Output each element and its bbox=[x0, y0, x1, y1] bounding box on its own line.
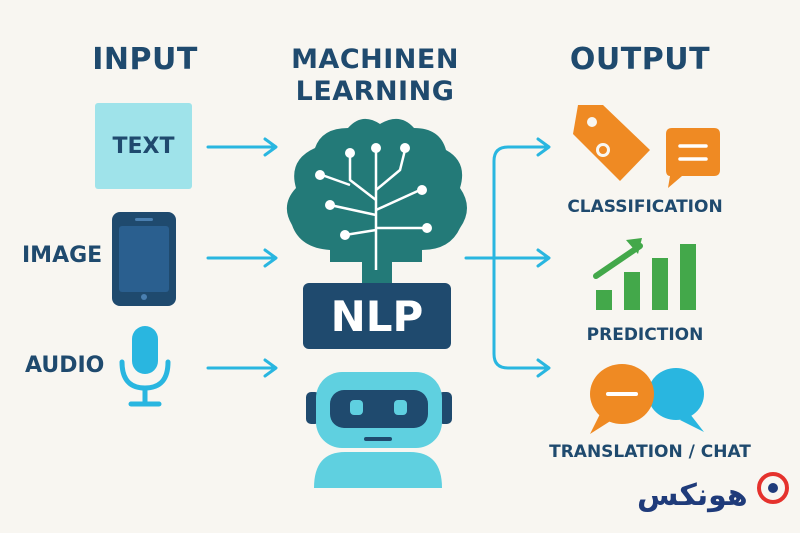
arrow-text-to-ml bbox=[206, 137, 278, 157]
robot-icon bbox=[306, 372, 452, 488]
nlp-box: NLP bbox=[303, 283, 451, 349]
chat-icon bbox=[666, 128, 720, 188]
output-classification-label: CLASSIFICATION bbox=[567, 197, 723, 217]
microphone-icon bbox=[119, 326, 171, 407]
output-translation-label: TRANSLATION / CHAT bbox=[549, 442, 751, 462]
heading-ml-line1: MACHINEN bbox=[291, 44, 459, 75]
input-arrows bbox=[206, 137, 278, 378]
chat-bubbles-icon bbox=[590, 364, 704, 434]
heading-ml-line2: LEARNING bbox=[295, 76, 455, 107]
input-audio-label: AUDIO bbox=[25, 353, 105, 378]
heading-input: INPUT bbox=[92, 42, 198, 77]
output-prediction-label: PREDICTION bbox=[586, 325, 704, 345]
output-arrows bbox=[464, 137, 551, 378]
logo-mark-icon bbox=[757, 472, 789, 504]
heading-output: OUTPUT bbox=[569, 42, 711, 77]
input-image-label: IMAGE bbox=[22, 243, 103, 268]
tag-icon bbox=[573, 105, 650, 181]
growth-chart-icon bbox=[593, 238, 696, 310]
heading-machine-learning: MACHINEN LEARNING bbox=[270, 44, 480, 108]
phone-icon bbox=[112, 212, 176, 306]
arrow-audio-to-ml bbox=[206, 358, 278, 378]
arrow-image-to-ml bbox=[206, 248, 278, 268]
brand-logo: هونکس bbox=[637, 478, 748, 513]
brain-icon bbox=[286, 118, 467, 285]
input-text-box: TEXT bbox=[95, 103, 192, 189]
